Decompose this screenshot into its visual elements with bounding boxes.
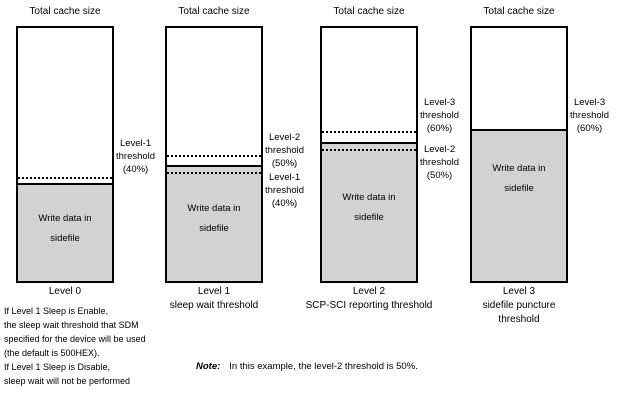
footnote-line-6: sleep wait will not be performed xyxy=(4,376,131,386)
threshold-label-level-2-2: Level-2 threshold (50%) xyxy=(420,143,459,182)
cache-box-level-2: Write data in sidefile xyxy=(320,26,418,283)
caption-line1: Level 2 xyxy=(352,286,386,297)
threshold-line-level-1-dotted xyxy=(167,172,261,174)
threshold-percent: (40%) xyxy=(271,198,298,209)
sidefile-label-level-2: Write data in sidefile xyxy=(322,188,416,228)
threshold-name: Level-2 xyxy=(268,132,301,143)
caption-line1: Level 1 xyxy=(197,286,231,297)
sidefile-region-level-3: Write data in sidefile xyxy=(472,129,566,281)
threshold-word: threshold xyxy=(265,145,305,156)
threshold-name: Level-1 xyxy=(119,138,152,149)
sidefile-region-level-1: Write data in sidefile xyxy=(167,165,261,281)
threshold-name: Level-2 xyxy=(423,144,456,155)
cache-box-level-1: Write data in sidefile xyxy=(165,26,263,283)
threshold-line-level-2-dotted xyxy=(322,149,416,151)
threshold-word: threshold xyxy=(420,157,460,168)
sidefile-line2: sidefile xyxy=(50,233,80,244)
sidefile-line1: Write data in xyxy=(342,192,396,203)
caption-line1: Level 0 xyxy=(48,286,82,297)
footnote-line-2: the sleep wait threshold that SDM xyxy=(4,320,139,330)
caption-level-1: Level 1 sleep wait threshold xyxy=(124,285,304,313)
cache-box-level-3: Write data in sidefile xyxy=(470,26,568,283)
threshold-word: threshold xyxy=(420,110,460,121)
threshold-word: threshold xyxy=(570,110,610,121)
threshold-label-level-3-3: Level-3 threshold (60%) xyxy=(570,96,609,135)
sidefile-label-level-0: Write data in sidefile xyxy=(18,209,112,249)
sidefile-region-level-0: Write data in sidefile xyxy=(18,183,112,281)
footnote-line-1: If Level 1 Sleep is Enable, xyxy=(4,306,109,316)
note-text: In this example, the level-2 threshold i… xyxy=(229,361,418,372)
footnote-level-0: If Level 1 Sleep is Enable, the sleep wa… xyxy=(4,304,204,388)
threshold-percent: (50%) xyxy=(271,158,298,169)
footnote-line-3: specified for the device will be used xyxy=(4,334,146,344)
threshold-label-level-2-3: Level-3 threshold (60%) xyxy=(420,96,459,135)
threshold-percent: (60%) xyxy=(426,123,453,134)
threshold-name: Level-3 xyxy=(423,97,456,108)
caption-line3: threshold xyxy=(498,314,540,325)
cache-box-level-0: Write data in sidefile xyxy=(16,26,114,283)
threshold-label-level-0-1: Level-1 threshold (40%) xyxy=(116,137,155,176)
caption-level-2: Level 2 SCP-SCI reporting threshold xyxy=(279,285,459,313)
note-row: Note: In this example, the level-2 thresh… xyxy=(196,360,418,373)
caption-line1: Level 3 xyxy=(502,286,536,297)
threshold-label-level-1-1: Level-1 threshold (40%) xyxy=(265,171,304,210)
threshold-name: Level-3 xyxy=(573,97,606,108)
caption-line2: sidefile puncture xyxy=(482,300,556,311)
column-title-level-0: Total cache size xyxy=(29,6,101,17)
footnote-line-4: (the default is 500HEX). xyxy=(4,348,100,358)
sidefile-line1: Write data in xyxy=(187,203,241,214)
sidefile-region-level-2: Write data in sidefile xyxy=(322,142,416,281)
caption-level-3: Level 3 sidefile puncture threshold xyxy=(429,285,609,327)
column-title-level-1: Total cache size xyxy=(178,6,250,17)
sidefile-line1: Write data in xyxy=(492,163,546,174)
column-title-level-2: Total cache size xyxy=(333,6,405,17)
threshold-percent: (40%) xyxy=(122,164,149,175)
threshold-word: threshold xyxy=(265,185,305,196)
threshold-label-level-1-2: Level-2 threshold (50%) xyxy=(265,131,304,170)
threshold-line-level-1-dotted xyxy=(18,177,112,179)
note-label: Note: xyxy=(196,361,221,372)
footnote-line-5: If Level 1 Sleep is Disable, xyxy=(4,362,111,372)
threshold-line-level-3-dotted xyxy=(322,131,416,133)
sidefile-label-level-3: Write data in sidefile xyxy=(472,159,566,199)
threshold-line-level-2-dotted xyxy=(167,155,261,157)
threshold-percent: (50%) xyxy=(426,170,453,181)
column-title-level-3: Total cache size xyxy=(483,6,555,17)
caption-line2: SCP-SCI reporting threshold xyxy=(305,300,433,311)
threshold-name: Level-1 xyxy=(268,172,301,183)
caption-line2: sleep wait threshold xyxy=(169,300,259,311)
sidefile-label-level-1: Write data in sidefile xyxy=(167,199,261,239)
sidefile-line2: sidefile xyxy=(504,183,534,194)
threshold-percent: (60%) xyxy=(576,123,603,134)
sidefile-line1: Write data in xyxy=(38,213,92,224)
sidefile-line2: sidefile xyxy=(199,223,229,234)
threshold-word: threshold xyxy=(116,151,156,162)
caption-level-0: Level 0 xyxy=(0,285,155,299)
sidefile-line2: sidefile xyxy=(354,212,384,223)
